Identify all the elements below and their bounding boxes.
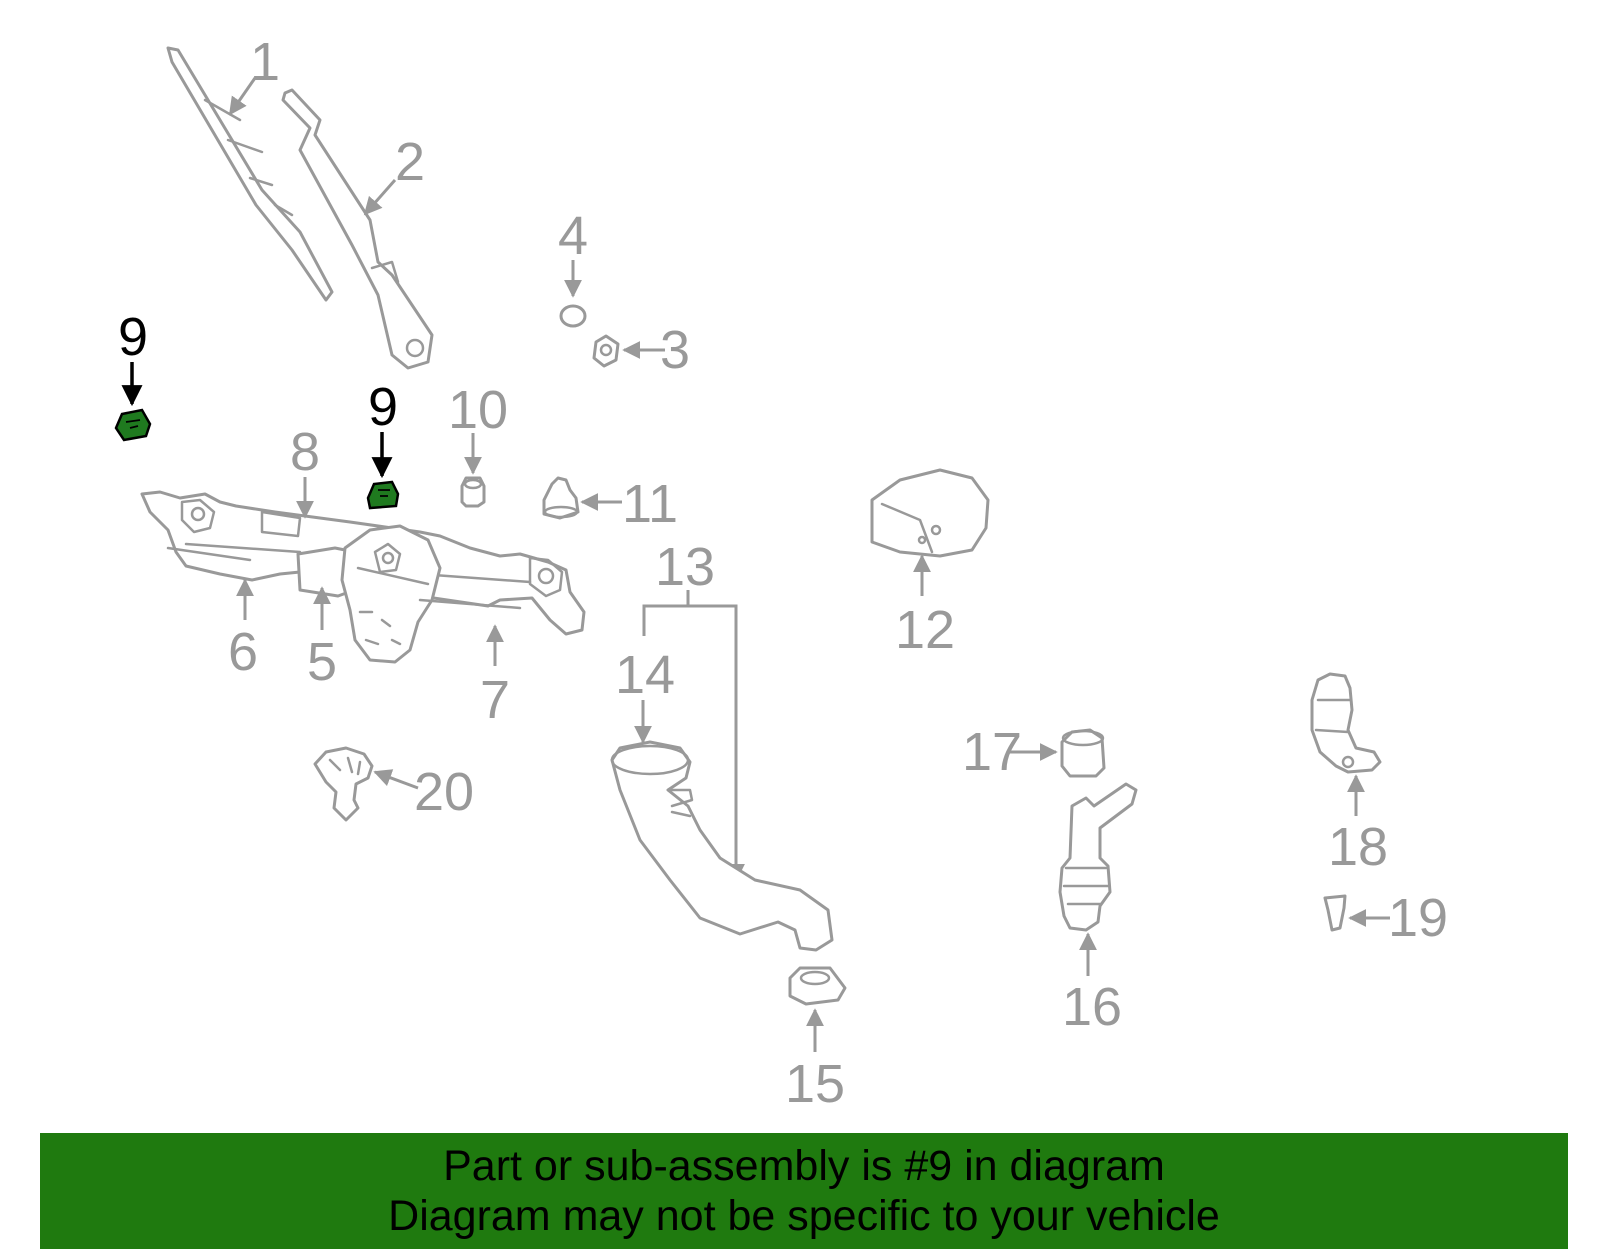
svg-text:6: 6 — [228, 622, 258, 682]
callout-14: 14 — [615, 645, 675, 744]
callout-9-right: 9 — [368, 377, 398, 479]
part-9-cap-left[interactable] — [114, 408, 152, 442]
callout-9-left: 9 — [118, 307, 148, 407]
part-17-cap[interactable] — [1060, 728, 1106, 778]
banner-line-disclaimer: Diagram may not be specific to your vehi… — [388, 1192, 1220, 1240]
part-4-washer[interactable] — [559, 304, 587, 328]
callout-7: 7 — [480, 624, 510, 730]
svg-text:3: 3 — [660, 320, 690, 380]
part-20-nozzle[interactable] — [313, 746, 374, 822]
svg-text:10: 10 — [448, 380, 508, 440]
svg-text:12: 12 — [895, 600, 955, 660]
part-5-wiper-motor[interactable] — [296, 524, 442, 664]
svg-text:8: 8 — [290, 422, 320, 482]
svg-text:5: 5 — [307, 632, 337, 692]
callout-8: 8 — [290, 422, 320, 519]
part-2-wiper-arm[interactable] — [281, 88, 434, 370]
part-3-nut[interactable] — [592, 334, 620, 368]
callout-17: 17 — [962, 722, 1058, 782]
svg-text:2: 2 — [395, 132, 425, 192]
callout-3: 3 — [622, 320, 690, 380]
callout-13: 13 — [642, 537, 745, 882]
svg-text:19: 19 — [1388, 888, 1448, 948]
banner-line-part: Part or sub-assembly is #9 in diagram — [443, 1142, 1165, 1190]
svg-text:16: 16 — [1062, 977, 1122, 1037]
svg-text:1: 1 — [250, 32, 280, 92]
part-12-cover[interactable] — [870, 468, 990, 558]
callout-2: 2 — [363, 132, 425, 216]
svg-text:9: 9 — [368, 377, 398, 437]
callout-19: 19 — [1348, 888, 1448, 948]
svg-text:4: 4 — [558, 206, 588, 266]
svg-text:15: 15 — [785, 1054, 845, 1114]
info-banner: Part or sub-assembly is #9 in diagram Di… — [40, 1133, 1568, 1249]
callout-11: 11 — [580, 474, 678, 534]
callout-18: 18 — [1328, 774, 1388, 877]
callout-16: 16 — [1062, 932, 1122, 1037]
part-9-cap-right[interactable] — [366, 480, 400, 510]
svg-text:11: 11 — [622, 474, 678, 534]
callout-10: 10 — [448, 380, 508, 475]
svg-text:9: 9 — [118, 307, 148, 367]
part-1-wiper-blade[interactable] — [166, 46, 334, 302]
part-7-link-rod[interactable] — [418, 598, 522, 610]
part-18-motor[interactable] — [1310, 672, 1382, 774]
part-19-clip[interactable] — [1323, 894, 1347, 932]
svg-text:20: 20 — [414, 762, 474, 822]
part-15-seal[interactable] — [788, 966, 847, 1006]
svg-text:13: 13 — [655, 537, 715, 597]
callout-20: 20 — [373, 762, 474, 822]
part-6-link-rod[interactable] — [166, 546, 252, 562]
callout-1: 1 — [228, 32, 280, 116]
part-10-bushing[interactable] — [460, 476, 486, 508]
svg-text:17: 17 — [962, 722, 1022, 782]
callout-12: 12 — [895, 554, 955, 660]
svg-text:7: 7 — [480, 670, 510, 730]
callout-4: 4 — [558, 206, 588, 298]
part-11-grommet[interactable] — [542, 476, 580, 520]
callout-5: 5 — [307, 586, 337, 692]
svg-text:18: 18 — [1328, 817, 1388, 877]
part-14-reservoir-neck[interactable] — [610, 740, 834, 952]
callout-15: 15 — [785, 1008, 845, 1114]
part-16-washer-pump[interactable] — [1058, 782, 1138, 932]
svg-text:14: 14 — [615, 645, 675, 705]
callout-6: 6 — [228, 578, 258, 682]
